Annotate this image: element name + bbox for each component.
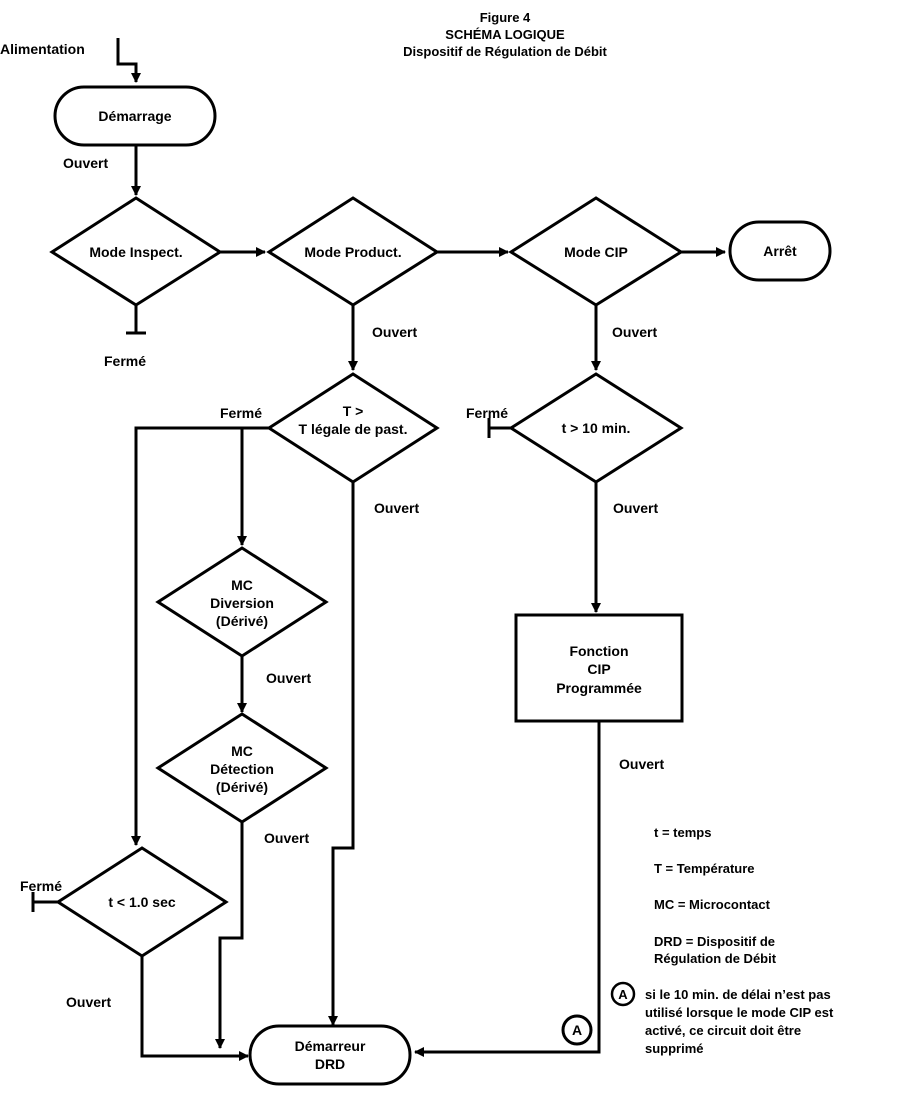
stop-shape <box>728 220 832 282</box>
title-line-2: SCHÉMA LOGIQUE <box>445 27 565 42</box>
open-label-temperature: Ouvert <box>374 500 419 516</box>
connector-a: A <box>561 1014 593 1046</box>
legend-mc: MC = Microcontact <box>654 897 771 912</box>
stop-node: Arrêt <box>728 220 832 282</box>
closed-label-inspect: Fermé <box>104 353 146 369</box>
title-line-1: Figure 4 <box>480 10 531 25</box>
short-time-to-drd-arrow <box>140 956 249 1061</box>
mode-inspect-label: Mode Inspect. <box>89 244 182 260</box>
stop-label: Arrêt <box>763 243 797 259</box>
drd-starter-label-line-2: DRD <box>315 1056 345 1072</box>
connector-a-circle <box>561 1014 593 1046</box>
closed-label-cip-time: Fermé <box>466 405 508 421</box>
legend-t: t = temps <box>654 825 711 840</box>
power-arrow <box>116 38 141 83</box>
detection-to-drd-arrow <box>215 822 244 1049</box>
legend-drd-line-1: DRD = Dispositif de <box>654 934 775 949</box>
connector-a-label: A <box>572 1022 582 1038</box>
legend: t = temps T = Température MC = Microcont… <box>610 825 834 1056</box>
mc-diversion-label-line-2: Diversion <box>210 595 274 611</box>
open-label-cip: Ouvert <box>612 324 657 340</box>
title-line-3: Dispositif de Régulation de Débit <box>403 44 607 59</box>
closed-label-temperature: Fermé <box>220 405 262 421</box>
mode-cip-label: Mode CIP <box>564 244 628 260</box>
mode-cip-decision: Mode CIP <box>508 196 684 307</box>
cip-time-label: t > 10 min. <box>562 420 631 436</box>
mc-detection-decision: MC Détection (Dérivé) <box>155 712 329 824</box>
cip-function-label-line-2: CIP <box>587 661 610 677</box>
drd-starter-node: Démarreur DRD <box>248 1024 412 1086</box>
closed-label-short-time: Fermé <box>20 878 62 894</box>
legend-note-line-3: activé, ce circuit doit être <box>645 1023 801 1038</box>
mc-detection-label-line-1: MC <box>231 743 253 759</box>
mc-diversion-decision: MC Diversion (Dérivé) <box>155 546 329 658</box>
start-label: Démarrage <box>98 108 171 124</box>
open-label-short-time: Ouvert <box>66 994 111 1010</box>
cip-function-process: Fonction CIP Programmée <box>514 613 684 723</box>
open-label-product: Ouvert <box>372 324 417 340</box>
mc-detection-label-line-3: (Dérivé) <box>216 779 268 795</box>
mode-product-label: Mode Product. <box>304 244 401 260</box>
legend-temperature: T = Température <box>654 861 755 876</box>
open-label-diversion: Ouvert <box>266 670 311 686</box>
mode-product-decision: Mode Product. <box>266 196 440 307</box>
mc-detection-label-line-2: Détection <box>210 761 274 777</box>
open-label-detection: Ouvert <box>264 830 309 846</box>
temp-open-to-drd-arrow <box>328 482 355 1026</box>
cip-function-label-line-3: Programmée <box>556 680 642 696</box>
legend-note-line-1: si le 10 min. de délai n’est pas <box>645 987 831 1002</box>
legend-note-line-2: utilisé lorsque le mode CIP est <box>645 1005 834 1020</box>
start-node: Démarrage <box>53 85 217 147</box>
temperature-decision: T > T légale de past. <box>266 372 440 484</box>
mc-diversion-label-line-1: MC <box>231 577 253 593</box>
legend-drd-line-2: Régulation de Débit <box>654 951 777 966</box>
legend-note-marker-circle <box>610 981 636 1007</box>
drd-starter-label-line-1: Démarreur <box>295 1038 366 1054</box>
temperature-label-line-1: T > <box>343 403 364 419</box>
cip-function-to-drd-arrow <box>414 721 601 1057</box>
open-label-cip-function: Ouvert <box>619 756 664 772</box>
short-time-label: t < 1.0 sec <box>108 894 176 910</box>
legend-note-marker: A <box>618 987 628 1002</box>
open-label-start: Ouvert <box>63 155 108 171</box>
temp-closed-to-short-time-arrow <box>131 426 269 846</box>
legend-note-line-4: supprimé <box>645 1041 704 1056</box>
mode-inspect-decision: Mode Inspect. <box>49 196 223 307</box>
drd-starter-shape <box>248 1024 412 1086</box>
power-label: Alimentation <box>0 41 85 57</box>
diagram-title: Figure 4 SCHÉMA LOGIQUE Dispositif de Ré… <box>403 10 607 59</box>
short-time-decision: t < 1.0 sec <box>55 846 229 958</box>
cip-time-decision: t > 10 min. <box>508 372 684 484</box>
mc-diversion-label-line-3: (Dérivé) <box>216 613 268 629</box>
open-label-cip-time: Ouvert <box>613 500 658 516</box>
cip-function-label-line-1: Fonction <box>569 643 628 659</box>
temperature-label-line-2: T légale de past. <box>299 421 408 437</box>
